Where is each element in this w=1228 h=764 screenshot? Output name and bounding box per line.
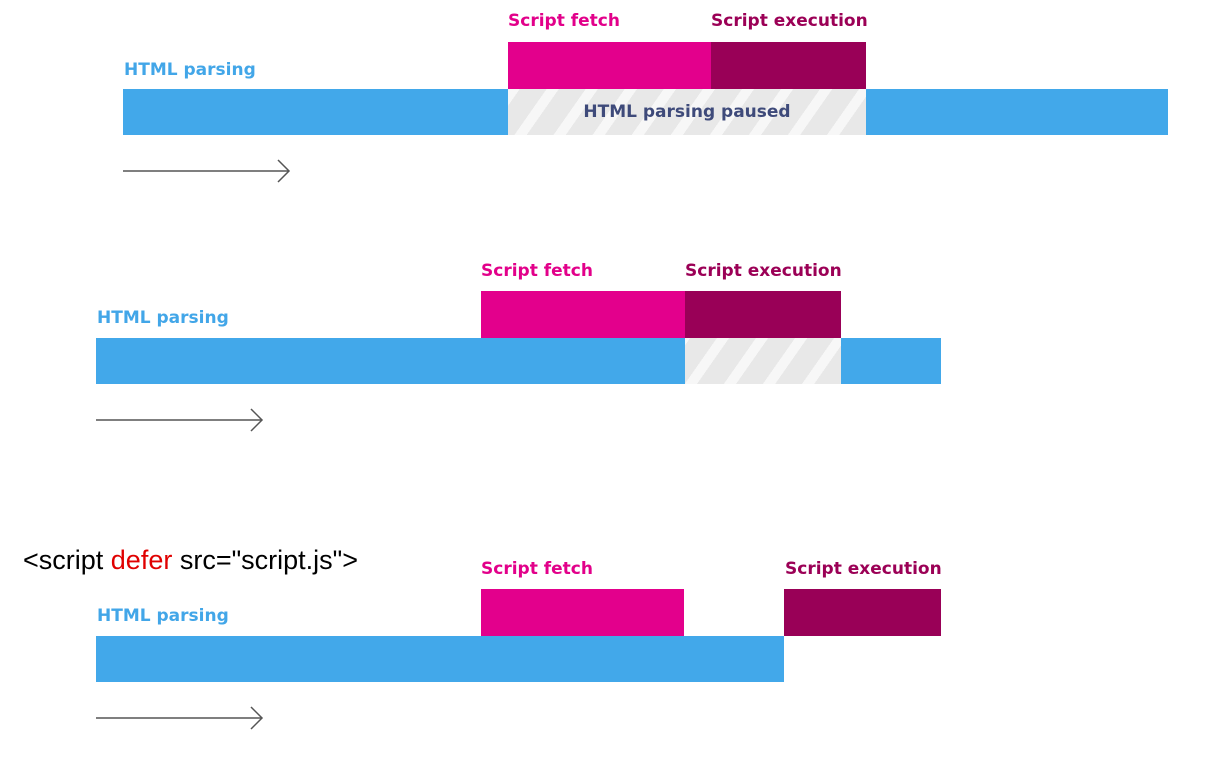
row1-html-parsing-bar-before <box>123 89 508 135</box>
code-src-attribute: src="script.js"> <box>172 545 359 575</box>
row2-script-fetch-bar <box>481 291 685 338</box>
row3-time-arrow-icon <box>96 706 264 730</box>
defer-code-snippet: <script defer src="script.js"> <box>23 547 358 574</box>
row2-script-execution-bar <box>685 291 841 338</box>
row1-script-execution-bar <box>711 42 866 89</box>
code-defer-keyword: defer <box>110 545 173 575</box>
row1-html-parsing-paused-bar: HTML parsing paused <box>508 89 866 135</box>
row3-html-parsing-label: HTML parsing <box>97 606 229 626</box>
row3-script-fetch-bar <box>481 589 684 636</box>
row1-script-execution-label: Script execution <box>711 11 868 31</box>
row2-html-parsing-paused-bar <box>685 338 841 384</box>
row1-time-arrow-icon <box>123 159 291 183</box>
row3-script-fetch-label: Script fetch <box>481 559 593 579</box>
row2-html-parsing-bar-before <box>96 338 685 384</box>
row1-script-fetch-bar <box>508 42 711 89</box>
row2-html-parsing-label: HTML parsing <box>97 308 229 328</box>
row1-html-parsing-paused-label: HTML parsing paused <box>583 102 791 122</box>
row2-html-parsing-bar-after <box>841 338 941 384</box>
row1-html-parsing-bar-after <box>866 89 1168 135</box>
row3-html-parsing-bar <box>96 636 784 682</box>
row2-script-execution-label: Script execution <box>685 261 842 281</box>
row1-html-parsing-label: HTML parsing <box>124 60 256 80</box>
row3-script-execution-label: Script execution <box>785 559 942 579</box>
row2-script-fetch-label: Script fetch <box>481 261 593 281</box>
code-tag-open: <script <box>23 545 111 575</box>
row1-script-fetch-label: Script fetch <box>508 11 620 31</box>
row3-script-execution-bar <box>784 589 941 636</box>
row2-time-arrow-icon <box>96 408 264 432</box>
